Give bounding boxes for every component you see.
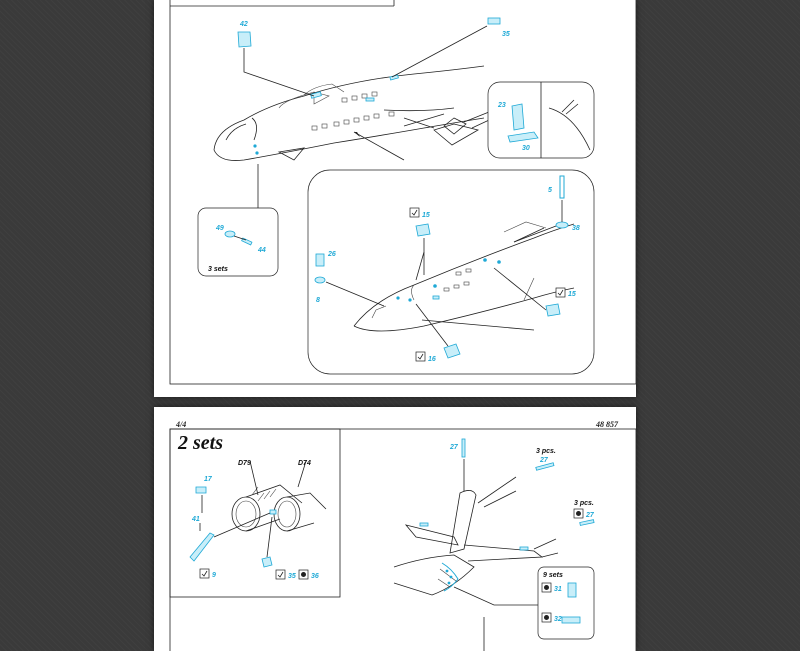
callout-23: 23 <box>497 102 506 109</box>
etched-part-27-vertical <box>461 438 466 458</box>
callout-5: 5 <box>548 187 552 194</box>
etched-part-38 <box>555 221 569 229</box>
etched-part-8 <box>314 276 326 284</box>
etched-part-42 <box>237 31 252 48</box>
etched-part-30 <box>507 131 539 143</box>
pieces-label-1: 3 pcs. <box>536 448 556 455</box>
sets-label-3: 3 sets <box>208 266 228 273</box>
kit-number: 48 857 <box>596 420 618 429</box>
callout-27-a: 27 <box>449 444 459 451</box>
callout-35-bottom: 35 <box>288 573 296 580</box>
callout-32: 32 <box>554 616 562 623</box>
page-number-text: 4/4 <box>176 420 187 429</box>
callout-44: 44 <box>257 247 266 254</box>
etched-part-23 <box>511 103 525 131</box>
etched-part-9 <box>189 532 215 562</box>
etched-part-17 <box>195 486 207 494</box>
assembly-diagram-top: 42 35 23 30 49 44 3 sets <box>169 0 636 385</box>
instruction-page-top: 42 35 23 30 49 44 3 sets <box>154 0 636 397</box>
page-frame <box>169 0 636 385</box>
callout-49: 49 <box>215 225 224 232</box>
callout-15-right: 15 <box>568 291 576 298</box>
inset-fuselage-drawing <box>353 221 575 332</box>
callout-35-top: 35 <box>502 31 510 38</box>
engine-nacelles-drawing <box>231 460 327 532</box>
etched-part-35 <box>487 17 501 25</box>
etched-part-49 <box>224 230 236 238</box>
tail-section-drawing <box>393 476 559 596</box>
callout-15-upper: 15 <box>422 212 430 219</box>
pieces-label-2: 3 pcs. <box>574 500 594 507</box>
callout-30: 30 <box>522 145 530 152</box>
inset-panel-fuselage <box>307 169 595 375</box>
callout-31: 31 <box>554 586 562 593</box>
etched-part-15-right <box>545 303 561 317</box>
checkbox-35 <box>275 569 286 580</box>
inset-panel-49-44 <box>197 207 279 277</box>
canopy-frame-detail <box>403 109 503 146</box>
callout-36: 36 <box>311 573 319 580</box>
callout-42: 42 <box>239 21 248 28</box>
callout-38: 38 <box>572 225 580 232</box>
instruction-page-bottom: D79 D74 17 41 9 35 36 <box>154 407 636 651</box>
etched-part-5 <box>559 175 565 199</box>
etched-part-26 <box>315 253 325 267</box>
etched-part-32 <box>561 616 581 624</box>
page-title-sets: 2 sets <box>178 432 223 454</box>
assembly-diagram-bottom: D79 D74 17 41 9 35 36 <box>169 428 636 651</box>
checkbox-15-upper <box>409 207 420 218</box>
etched-part-27-lower <box>579 519 595 526</box>
engine-label-d79: D79 <box>238 460 251 467</box>
callout-26: 26 <box>327 251 336 258</box>
sets-label-9: 9 sets <box>543 572 563 579</box>
callout-16: 16 <box>428 356 436 363</box>
checkbox-9 <box>199 568 210 579</box>
checkbox-15-right <box>555 287 566 298</box>
callout-41: 41 <box>191 516 200 523</box>
etched-part-35-36 <box>261 556 273 568</box>
fuselage-nose-drawing <box>213 65 485 161</box>
callout-9: 9 <box>212 572 216 579</box>
etched-part-16 <box>443 343 461 359</box>
callout-17: 17 <box>204 476 213 483</box>
callout-27-b: 27 <box>539 457 549 464</box>
etched-part-15-upper <box>415 223 431 237</box>
engine-label-d74: D74 <box>298 460 311 467</box>
engine-panel <box>169 428 341 598</box>
etched-part-27-upper <box>535 462 555 471</box>
callout-27-c: 27 <box>585 512 595 519</box>
checkbox-16 <box>415 351 426 362</box>
etched-part-31 <box>567 582 577 598</box>
callout-8: 8 <box>316 297 320 304</box>
